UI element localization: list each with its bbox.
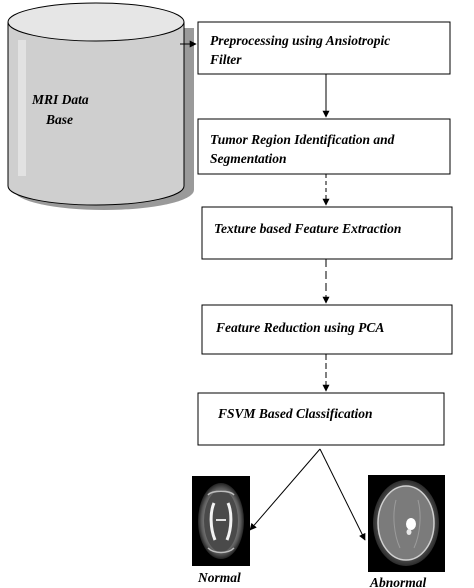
abnormal-label: Abnormal bbox=[369, 575, 427, 588]
step-preprocessing-line1: Preprocessing using Ansiotropic bbox=[210, 33, 390, 48]
database-label-line1: MRI Data bbox=[31, 92, 89, 107]
step-texture-label: Texture based Feature Extraction bbox=[214, 221, 401, 236]
mri-database-cylinder: MRI Data Base bbox=[7, 2, 194, 210]
step-segmentation-line1: Tumor Region Identification and bbox=[210, 132, 395, 147]
step-pca-label: Feature Reduction using PCA bbox=[215, 320, 384, 335]
step-feature-reduction-pca: Feature Reduction using PCA bbox=[201, 304, 453, 355]
database-label-line2: Base bbox=[45, 112, 73, 127]
step-segmentation-line2: Segmentation bbox=[210, 151, 287, 166]
step-texture-feature-extraction: Texture based Feature Extraction bbox=[201, 206, 453, 260]
normal-brain-scan-image: Normal bbox=[192, 476, 250, 585]
abnormal-brain-scan-image bbox=[368, 475, 445, 572]
step-fsvm-label: FSVM Based Classification bbox=[217, 406, 373, 421]
step-fsvm-classification: FSVM Based Classification bbox=[197, 392, 445, 446]
step-segmentation: Tumor Region Identification and Segmenta… bbox=[197, 118, 451, 175]
arrow-fsvm-to-normal bbox=[249, 448, 321, 531]
step-preprocessing: Preprocessing using Ansiotropic Filter bbox=[197, 21, 451, 75]
arrow-fsvm-to-abnormal bbox=[319, 448, 366, 541]
normal-label: Normal bbox=[197, 570, 241, 585]
step-preprocessing-line2: Filter bbox=[209, 52, 242, 67]
